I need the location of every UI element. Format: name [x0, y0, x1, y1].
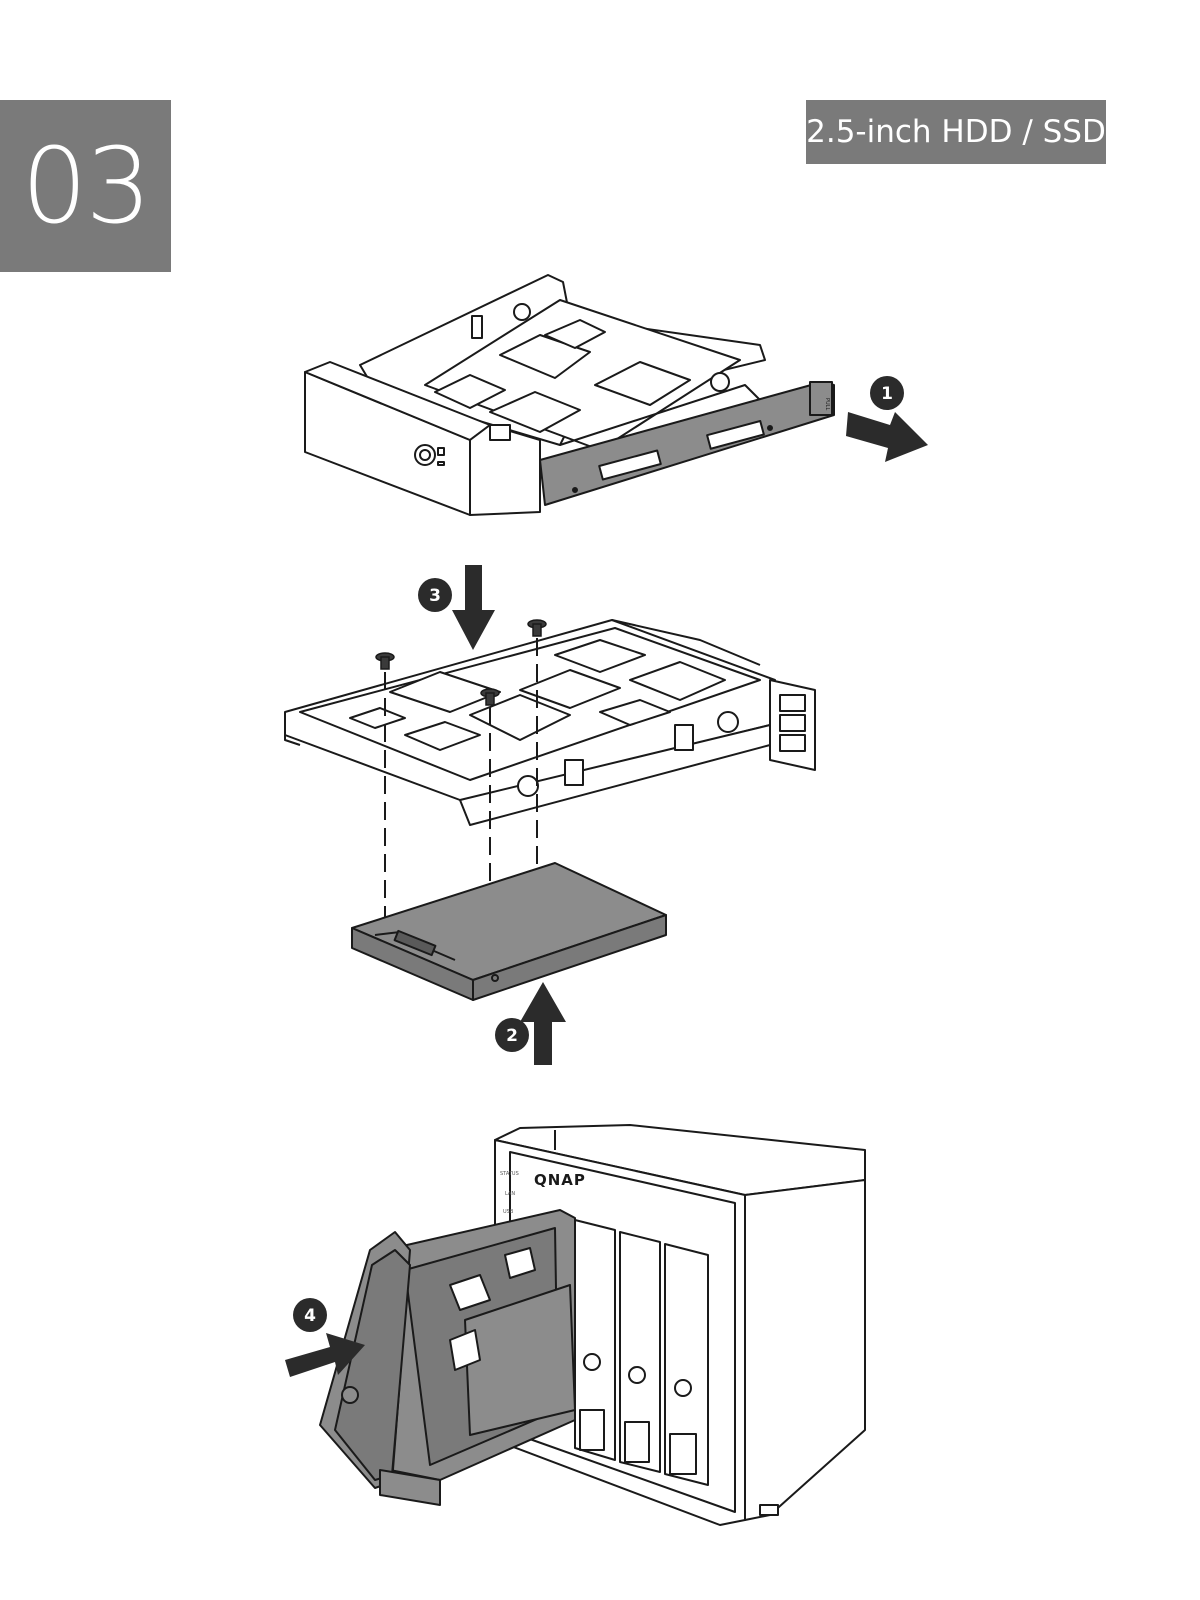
- step-badge-2: 2: [495, 1018, 529, 1052]
- step-4-number: 4: [304, 1306, 316, 1326]
- step-badge-3: 3: [418, 578, 452, 612]
- nas-status-label: STATUS: [500, 1171, 519, 1177]
- screw-icon: [376, 653, 394, 669]
- nas-usb-label: USB: [503, 1209, 514, 1215]
- step-badge-1: 1: [870, 376, 904, 410]
- arrow-step-1: [846, 412, 928, 462]
- tray-pull-label: PULL: [824, 398, 830, 410]
- hard-drive-2-5-inch: [352, 863, 666, 1000]
- arrow-step-2: [520, 982, 566, 1065]
- arrow-step-3: [452, 565, 495, 650]
- drive-tray-inserting: [320, 1210, 575, 1505]
- nas-brand-logo: QNAP: [534, 1171, 586, 1189]
- nas-lan-label: LAN: [505, 1191, 515, 1197]
- step-1-number: 1: [881, 384, 893, 404]
- drive-tray-top: [305, 275, 765, 515]
- drive-tray-middle: [285, 620, 815, 825]
- step-2-number: 2: [506, 1026, 518, 1046]
- screw-icon: [528, 620, 546, 636]
- step-3-number: 3: [429, 586, 441, 606]
- step-badge-4: 4: [293, 1298, 327, 1332]
